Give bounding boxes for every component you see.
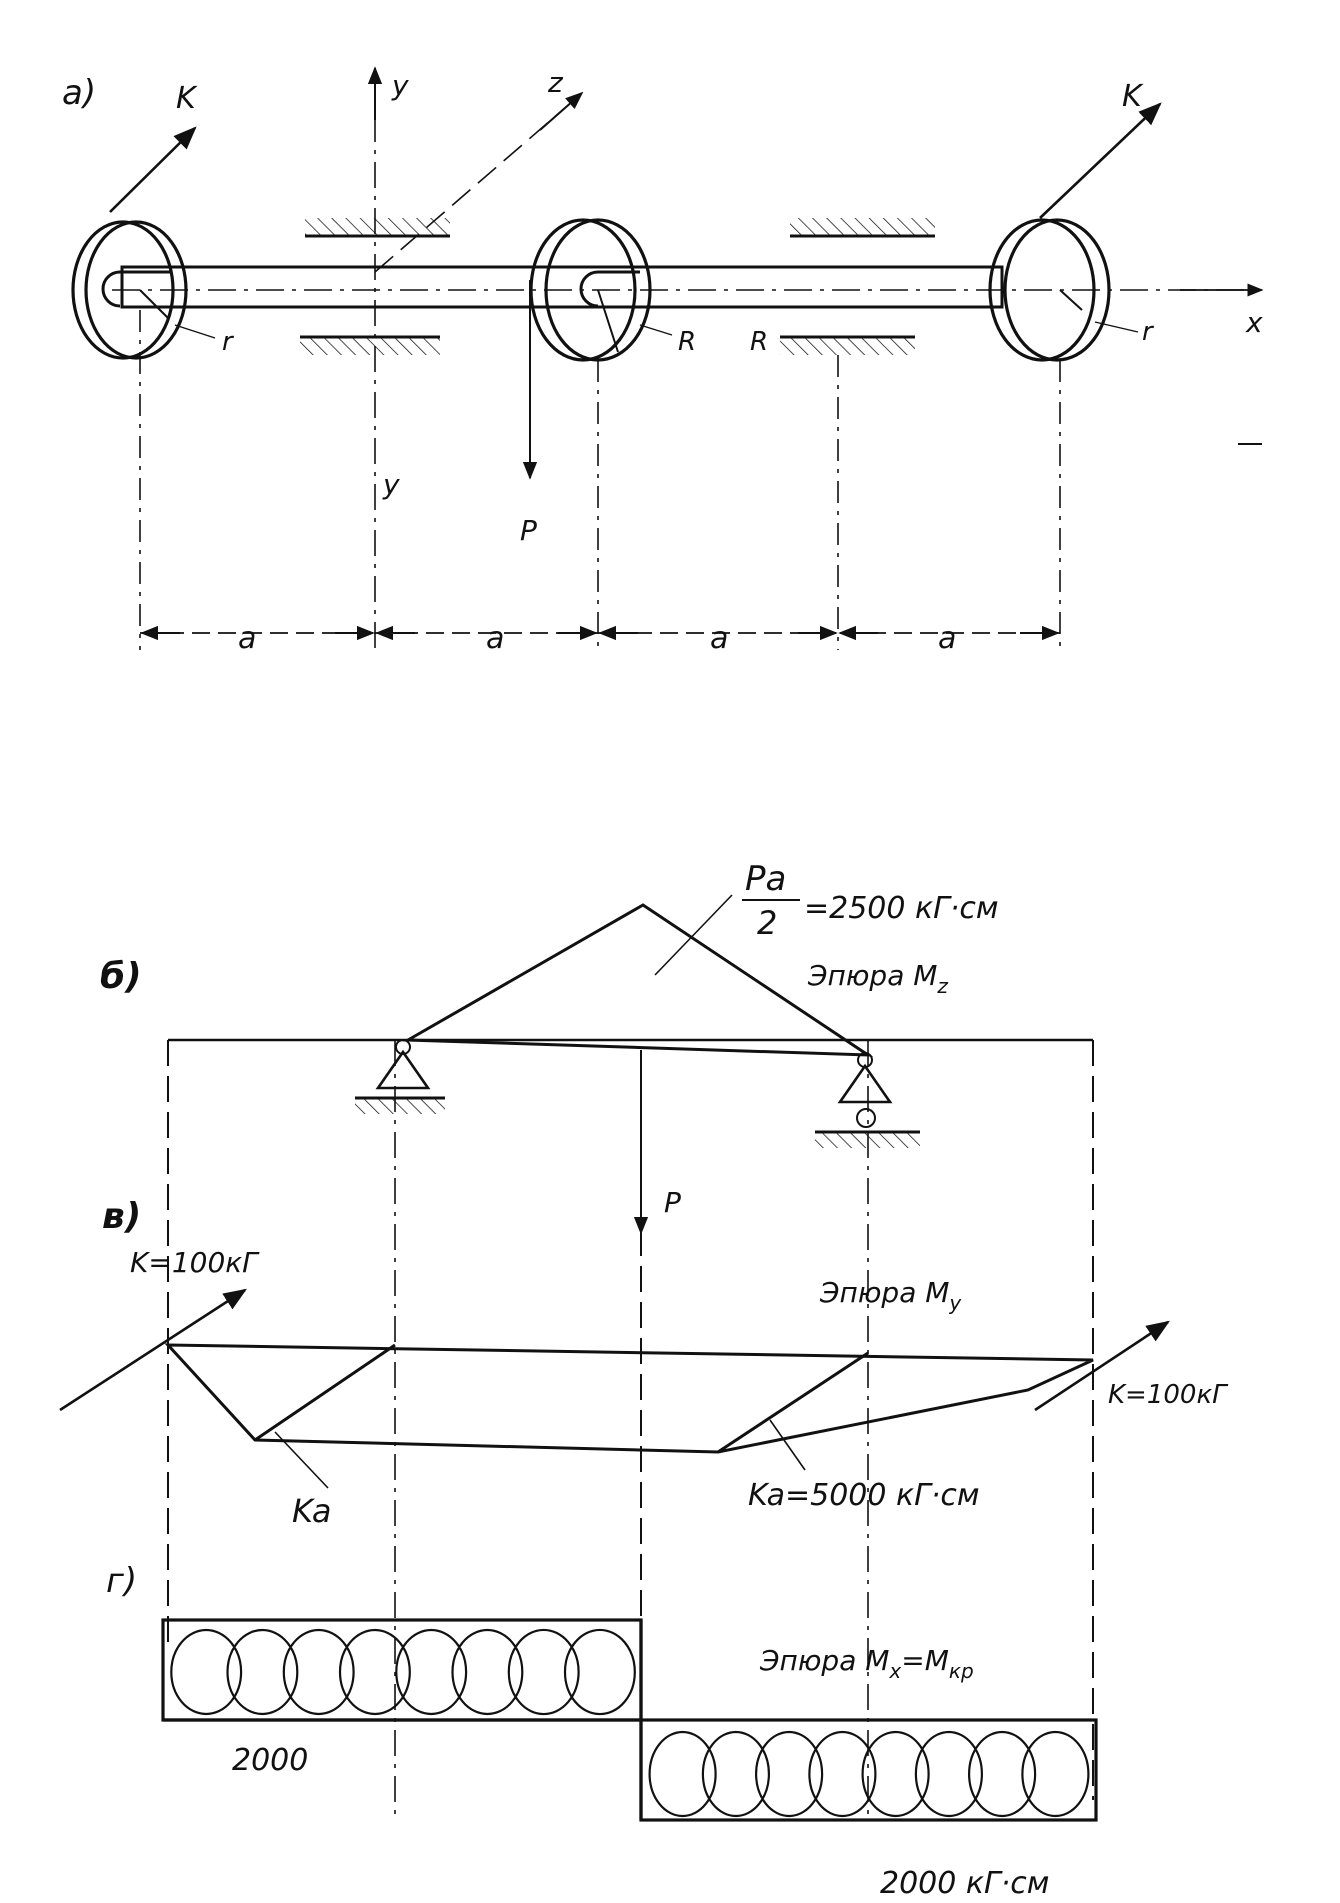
- pulley-right: r: [988, 218, 1155, 362]
- mx-coil-right: [648, 1730, 1090, 1818]
- boundary-lines: [167, 1040, 1094, 1800]
- radius-middle-label: R: [678, 327, 696, 357]
- section-lines: [394, 1040, 869, 1820]
- y-axis-label-top: y: [391, 69, 409, 102]
- panel-b-label: б): [100, 956, 142, 997]
- force-k-left-arrow: [109, 126, 197, 213]
- mx-value-right: 2000 кГ·см: [880, 1866, 1049, 1901]
- panel-b: б) Pa 2 =2500 кГ·см Эпюра Mz: [100, 859, 1093, 1148]
- span-label-3: a: [710, 621, 728, 656]
- radius-right-line: [1059, 289, 1083, 311]
- my-trapezoid: [164, 1343, 1094, 1454]
- ka-left-leader: [274, 1431, 329, 1489]
- mz-title: Эпюра Mz: [807, 959, 948, 998]
- bearing-right: [780, 218, 935, 355]
- my-inner-slope-right: [717, 1351, 869, 1454]
- panel-g-label: г): [106, 1561, 137, 1601]
- span-label-2: a: [486, 621, 504, 656]
- peak-numerator: Pa: [745, 859, 786, 899]
- peak-value-label: =2500 кГ·см: [804, 891, 999, 926]
- shaft-body: [120, 265, 1004, 309]
- y-axis-label-bottom: y: [382, 468, 400, 501]
- load-p-label-v: P: [664, 1186, 681, 1219]
- panel-g: г) Эпюра Mx=Mкр 2000 2000 кГ·см: [106, 1561, 1098, 1901]
- load-p-label: P: [520, 514, 537, 547]
- support-right: [815, 1052, 920, 1148]
- span-label-4: a: [938, 621, 956, 656]
- span-label-1: a: [238, 621, 256, 656]
- z-axis-label: z: [547, 66, 564, 99]
- ka-right-label: Ka=5000 кГ·см: [748, 1478, 980, 1513]
- dimension-extension-lines: [139, 310, 1061, 650]
- force-k-left-arrow-v: [59, 1288, 247, 1412]
- radius-middle-label-2: R: [750, 327, 768, 357]
- panel-a-label: а): [62, 73, 96, 113]
- mx-rect-left: [161, 1618, 643, 1722]
- my-inner-slope-left: [254, 1343, 396, 1442]
- radius-left-line: [139, 289, 169, 319]
- panel-a: а) x y y z: [62, 66, 1264, 656]
- radius-right-label: r: [1142, 317, 1155, 347]
- x-axis-label: x: [1245, 306, 1263, 339]
- force-k-left-label-v: K=100кГ: [130, 1246, 260, 1279]
- radius-middle-line: [597, 289, 619, 353]
- support-left: [355, 1039, 445, 1114]
- panel-v-label: в): [102, 1196, 141, 1237]
- mz-triangle: [402, 903, 874, 1057]
- ka-right-leader: [769, 1419, 806, 1471]
- mx-coil-left: [170, 1628, 636, 1716]
- bearing-left: [300, 218, 450, 355]
- peak-denominator: 2: [757, 904, 777, 942]
- mx-title: Эпюра Mx=Mкр: [759, 1644, 974, 1683]
- z-axis-arrow: [539, 91, 584, 131]
- pulley-left: r: [71, 220, 235, 360]
- force-k-right-label: K: [1122, 79, 1144, 114]
- force-k-right-label-v: K=100кГ: [1108, 1380, 1229, 1410]
- mx-value-left: 2000: [232, 1743, 308, 1778]
- peak-leader: [654, 894, 733, 976]
- force-k-right-arrow: [1039, 102, 1162, 219]
- radius-left-label: r: [222, 327, 235, 357]
- my-title: Эпюра My: [819, 1276, 962, 1315]
- force-k-left-label: K: [176, 81, 198, 116]
- panel-v: в) P K=100кГ K=100кГ Эпюра My Ka Ka=5000…: [59, 1060, 1229, 1530]
- force-k-right-arrow-v: [1034, 1320, 1170, 1412]
- ka-left-label: Ka: [292, 1492, 331, 1530]
